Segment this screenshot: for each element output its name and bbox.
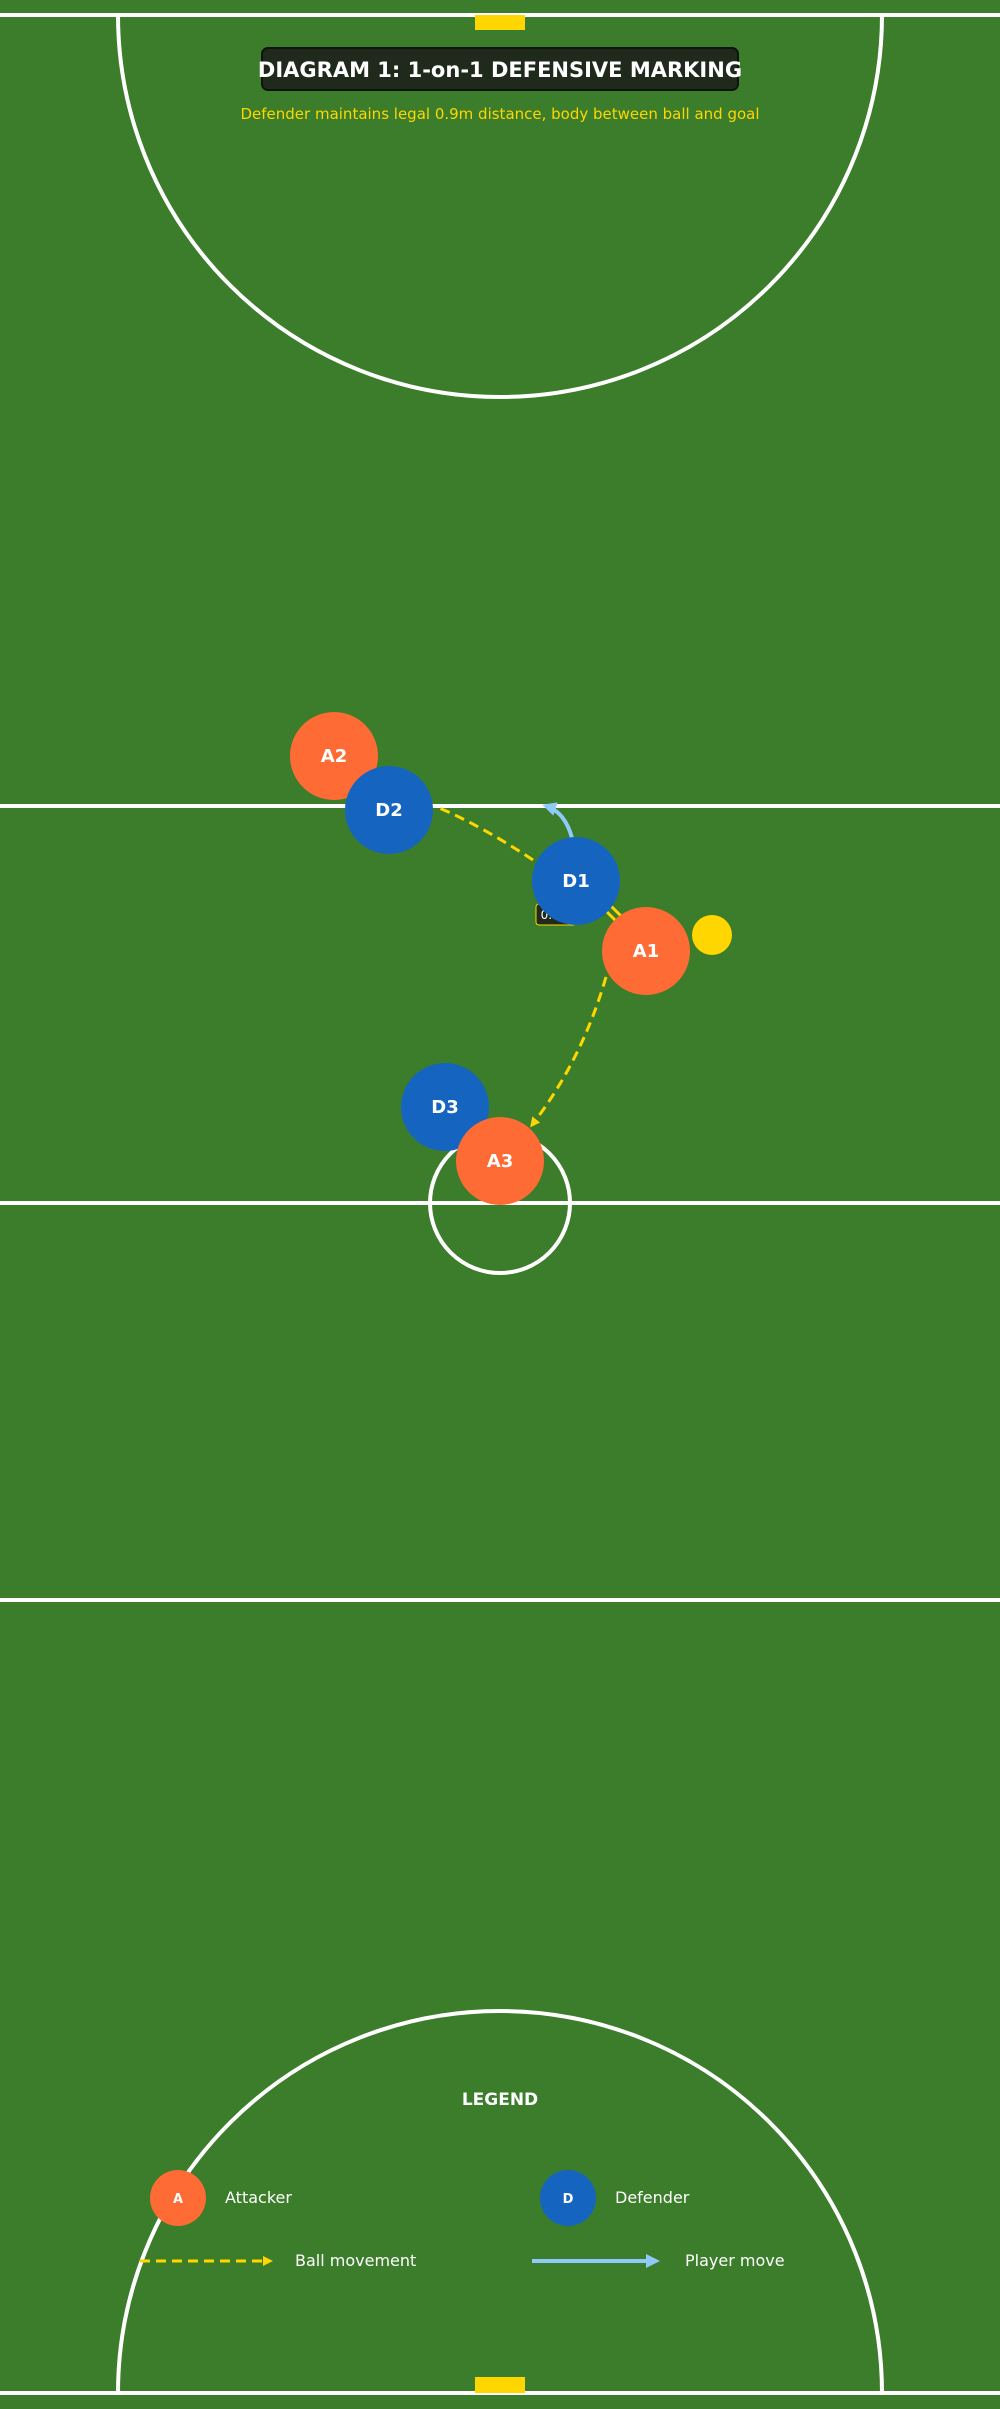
legend-attacker-icon [150,2170,206,2226]
top-goal-arc [116,14,884,399]
legend-attacker-symbol: A [173,2192,183,2207]
top-goal [475,15,525,30]
legend-title: LEGEND [462,2090,538,2110]
ball-path-a1-to-d2 [436,805,534,862]
legend-defender-symbol: D [563,2192,574,2207]
player-label-a1: A1 [633,941,659,962]
title-box [261,47,739,91]
legend-defender-icon [540,2170,596,2226]
legend-player-move-label: Player move [685,2251,785,2270]
legend-defender-label: Defender [615,2188,690,2207]
player-label-a3: A3 [487,1151,513,1172]
player-label-d2: D2 [375,800,402,821]
defender-d1: D1 [532,837,620,925]
attacker-a1: A1 [602,907,690,995]
player-label-d3: D3 [431,1097,458,1118]
diagram-subtitle: Defender maintains legal 0.9m distance, … [240,105,759,123]
ball-path-a1-to-a3 [530,976,608,1128]
defender-d3: D3 [401,1063,489,1151]
player-move-d1 [542,802,574,839]
ball [692,915,732,955]
attacker-a3: A3 [456,1117,544,1205]
legend-attacker-label: Attacker [225,2188,292,2207]
bottom-goal [475,2377,525,2393]
legend: LEGEND A Attacker D Defender Ball moveme… [140,2090,785,2270]
player-label-d1: D1 [562,871,589,892]
player-label-a2: A2 [321,746,347,767]
diagram-title: DIAGRAM 1: 1-on-1 DEFENSIVE MARKING [258,58,742,82]
attacker-a2: A2 [290,712,378,800]
legend-ball-movement-label: Ball movement [295,2251,416,2270]
defender-d2: D2 [345,766,433,854]
